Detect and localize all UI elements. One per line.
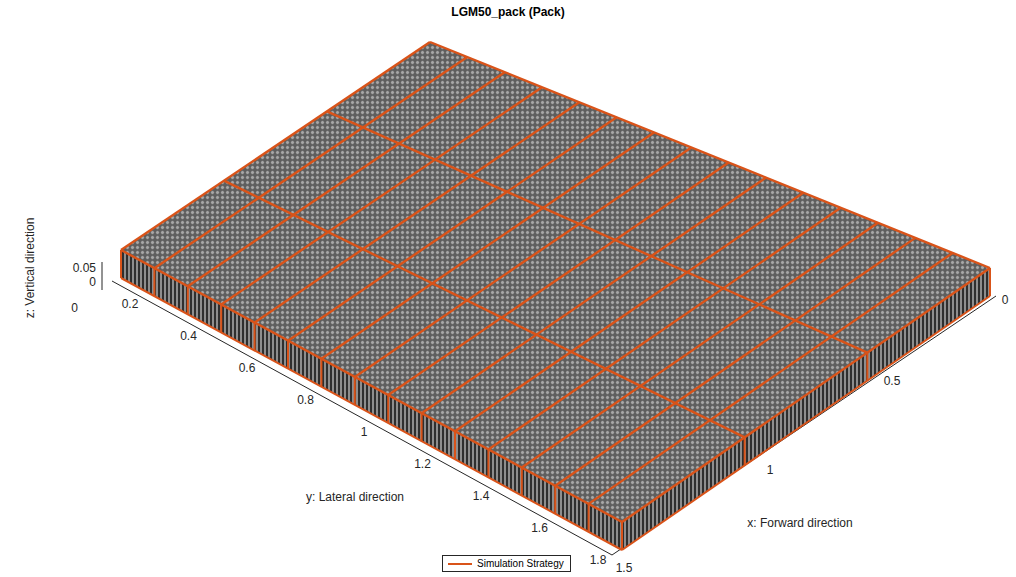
module-outline xyxy=(521,468,523,496)
module-outline xyxy=(220,304,222,332)
module-outline xyxy=(488,208,840,450)
legend-text: Simulation Strategy xyxy=(477,558,564,570)
module-outline xyxy=(454,431,456,459)
tick-label: 0 xyxy=(89,275,96,289)
tick-label: 0.05 xyxy=(73,261,96,275)
module-outline xyxy=(188,72,505,286)
plot-title: LGM50_pack (Pack) xyxy=(451,5,564,19)
module-outline xyxy=(321,132,654,358)
tick-label: 1.4 xyxy=(473,489,490,503)
module-outline xyxy=(866,353,868,381)
module-outline xyxy=(487,449,489,477)
legend-line-sample xyxy=(447,560,473,568)
tick-label: 1.8 xyxy=(590,553,607,567)
tick-label: 1.5 xyxy=(616,561,633,575)
module-outline xyxy=(327,111,867,352)
module-outline xyxy=(224,181,745,438)
module-outline xyxy=(254,323,256,351)
cell-top-face xyxy=(121,42,990,522)
tick-label: 0.5 xyxy=(884,374,901,388)
module-outline xyxy=(555,238,915,486)
tick-label: 1.6 xyxy=(531,521,548,535)
tick-label: 1 xyxy=(361,425,368,439)
tick-label: 0 xyxy=(71,301,78,315)
module-outline xyxy=(989,268,991,296)
module-outline xyxy=(621,522,623,550)
module-outline xyxy=(421,413,423,441)
tick-label: 0.2 xyxy=(122,297,139,311)
legend-line xyxy=(448,563,472,565)
module-outline xyxy=(622,296,990,550)
module-outline xyxy=(120,250,122,278)
module-outline xyxy=(121,278,622,550)
module-outline xyxy=(588,504,590,532)
tick-label: 1 xyxy=(767,463,774,477)
module-outline xyxy=(120,250,122,278)
module-outline xyxy=(744,437,746,465)
legend-box: Simulation Strategy xyxy=(442,555,571,572)
module-outline xyxy=(554,486,556,514)
module-outline xyxy=(320,359,322,387)
module-outline xyxy=(354,377,356,405)
module-outline xyxy=(287,341,289,369)
module-outline xyxy=(288,117,617,340)
tick-label: 0.6 xyxy=(239,361,256,375)
module-outline xyxy=(153,268,155,296)
module-outline xyxy=(430,42,990,268)
module-outline xyxy=(622,268,990,522)
module-outline xyxy=(121,250,622,522)
tick-label: 0 xyxy=(1002,293,1009,307)
module-outline xyxy=(522,223,878,468)
module-outline xyxy=(255,102,580,322)
tick-label: 0.8 xyxy=(297,393,314,407)
z-axis-line xyxy=(102,262,103,290)
axis-label: y: Lateral direction xyxy=(306,490,404,504)
module-outline xyxy=(154,57,467,268)
tick-label: 0.4 xyxy=(180,329,197,343)
module-outline xyxy=(221,87,542,304)
module-outline xyxy=(121,42,430,250)
axis-label: z: Vertical direction xyxy=(23,218,37,319)
module-outline xyxy=(589,253,953,504)
axis-label: x: Forward direction xyxy=(747,516,852,530)
module-outline xyxy=(187,286,189,314)
tick-label: 1.2 xyxy=(414,457,431,471)
module-outline xyxy=(387,395,389,423)
module-outline xyxy=(621,522,623,550)
module-outline xyxy=(455,193,803,432)
